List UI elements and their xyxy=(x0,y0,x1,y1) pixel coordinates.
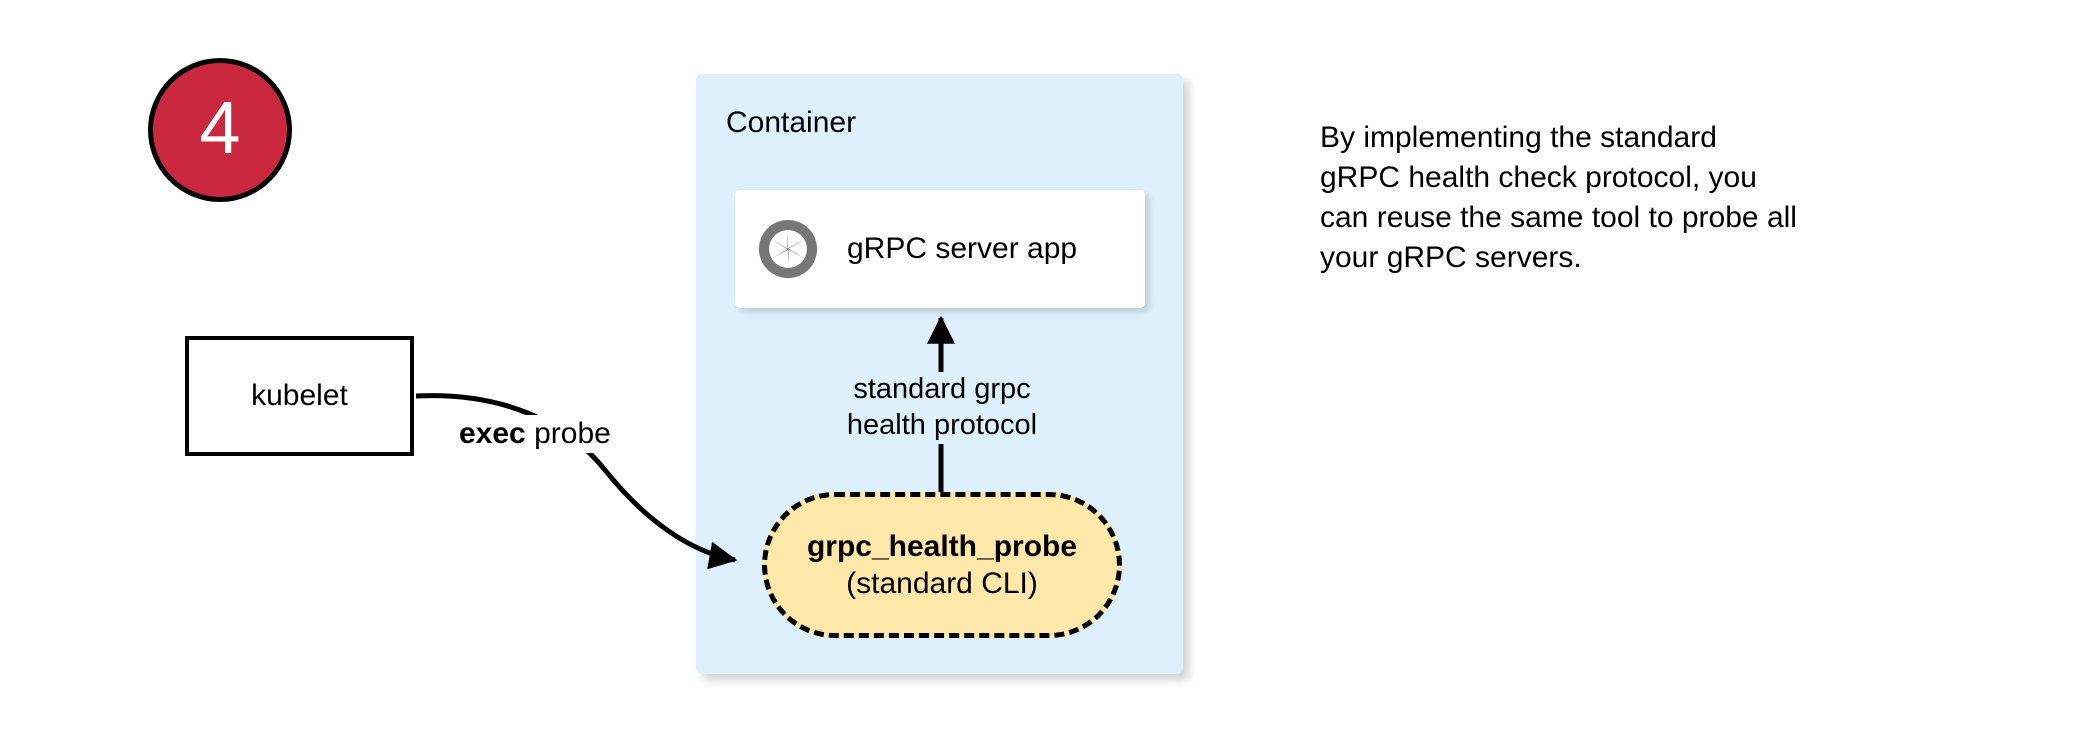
aperture-icon xyxy=(757,218,819,280)
caption-line-3: can reuse the same tool to probe all xyxy=(1320,200,1797,234)
health-protocol-line-1: standard grpc xyxy=(827,372,1057,408)
caption-line-4: your gRPC servers. xyxy=(1320,240,1582,274)
grpc-server-app-card: gRPC server app xyxy=(735,190,1145,308)
caption-text: By implementing the standard gRPC health… xyxy=(1320,118,1940,278)
caption-line-1: By implementing the standard xyxy=(1320,121,1717,154)
grpc-health-probe-subtitle: (standard CLI) xyxy=(846,567,1038,600)
exec-probe-label-bold: exec xyxy=(459,417,526,450)
grpc-server-app-label: gRPC server app xyxy=(847,232,1078,265)
kubelet-box: kubelet xyxy=(185,336,414,456)
step-number-label: 4 xyxy=(199,86,241,169)
container-title-label: Container xyxy=(726,106,857,139)
kubelet-label: kubelet xyxy=(251,379,348,412)
step-number-badge: 4 xyxy=(148,58,292,202)
grpc-health-probe-pill: grpc_health_probe (standard CLI) xyxy=(762,492,1122,638)
exec-probe-edge-label: exec probe xyxy=(455,415,615,453)
health-protocol-line-2: health protocol xyxy=(827,407,1057,444)
health-protocol-edge-label: standard grpc health protocol xyxy=(827,372,1057,444)
grpc-health-probe-title: grpc_health_probe xyxy=(806,529,1078,563)
caption-line-2: gRPC health check protocol, you xyxy=(1320,160,1757,194)
exec-probe-label-rest: probe xyxy=(525,417,611,450)
